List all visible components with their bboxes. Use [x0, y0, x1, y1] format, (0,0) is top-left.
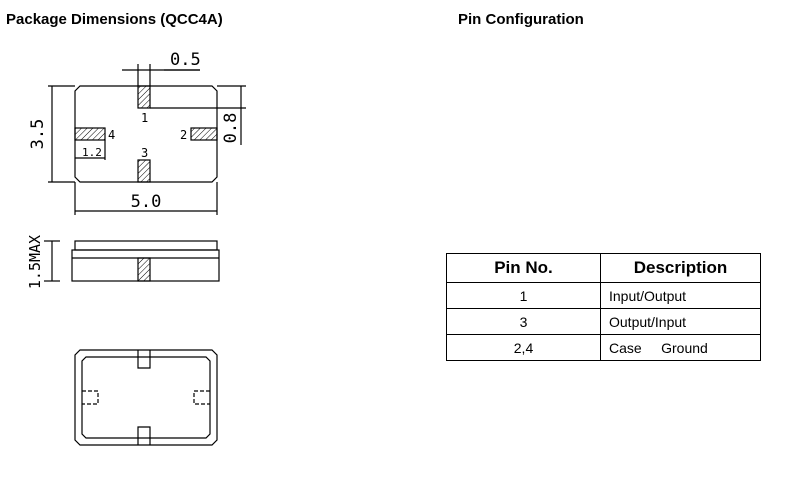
pad-1 [137, 85, 151, 109]
dim-height: 3.5 [28, 119, 48, 150]
package-dimensions-heading: Package Dimensions (QCC4A) [6, 11, 223, 28]
header-pin-no: Pin No. [446, 253, 601, 283]
table-header-row: Pin No. Description [446, 253, 761, 283]
description-cell: Input/Output [600, 282, 761, 309]
pin-number-cell: 1 [446, 282, 601, 309]
table-row: 1 Input/Output [446, 282, 761, 309]
side-view [44, 240, 220, 282]
dim-width: 5.0 [131, 192, 162, 212]
pin-label-2: 2 [180, 128, 187, 142]
pin-label-3: 3 [141, 146, 148, 160]
pin-configuration-table: Pin No. Description 1 Input/Output 3 Out… [446, 253, 761, 361]
dim-pad-height: 0.8 [221, 113, 241, 144]
pad-3 [137, 159, 151, 183]
description-cell: Output/Input [600, 308, 761, 335]
table-row: 2,4 Case Ground [446, 334, 761, 361]
dim-pad-width: 0.5 [170, 50, 201, 70]
pad-2 [190, 127, 218, 141]
dim-max-height: 1.5MAX [26, 235, 44, 289]
description-cell: Case Ground [600, 334, 761, 361]
table-row: 3 Output/Input [446, 308, 761, 335]
pad-4 [74, 127, 106, 141]
dim-pad-length: 1.2 [82, 146, 102, 159]
pin-label-1: 1 [141, 111, 148, 125]
pin-number-cell: 3 [446, 308, 601, 335]
pin-label-4: 4 [108, 128, 115, 142]
package-outline-top [74, 85, 218, 183]
header-description: Description [600, 253, 761, 283]
top-view [48, 64, 246, 215]
pin-number-cell: 2,4 [446, 334, 601, 361]
pin-configuration-heading: Pin Configuration [458, 11, 584, 28]
bottom-view [74, 349, 218, 446]
